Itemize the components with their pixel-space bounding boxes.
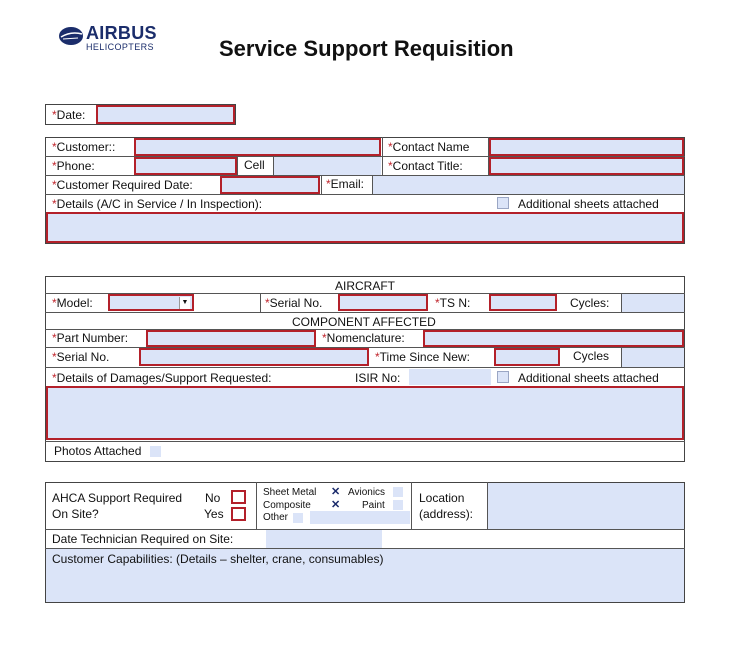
customer-label: *Customer:: [52,140,116,154]
cycles-label: Cycles: [570,296,610,310]
yes-label: Yes [204,507,224,521]
email-label: *Email: [326,177,365,191]
paint-checkbox[interactable] [393,500,403,510]
capabilities-label: Customer Capabilities: (Details – shelte… [52,552,384,566]
location-label-line-1: Location [419,491,465,505]
cycles-field[interactable] [622,294,684,312]
isir-field[interactable] [409,369,491,385]
date-field[interactable] [96,105,235,124]
tsn-field[interactable] [489,294,557,311]
cell-field[interactable] [274,157,381,175]
location-field[interactable] [488,483,684,529]
composite-label: Composite [263,500,311,511]
airbus-logo-icon [59,27,83,45]
technician-date-field[interactable] [266,530,382,548]
aircraft-heading: AIRCRAFT [335,279,395,293]
technician-date-label: Date Technician Required on Site: [52,532,234,546]
other-field[interactable] [310,511,410,524]
avionics-label: Avionics [348,487,386,498]
damages-field[interactable] [46,386,684,440]
yes-checkbox[interactable] [231,507,246,521]
serial-field[interactable] [338,294,428,311]
customer-field[interactable] [134,138,381,156]
page-title: Service Support Requisition [219,36,514,61]
contact-title-field[interactable] [489,157,684,175]
nomenclature-label: *Nomenclature: [322,331,405,345]
logo-brand-text: AIRBUS [86,23,157,43]
location-label: Location (address): [419,491,473,521]
model-label: *Model: [52,296,93,310]
aircraft-section [45,276,685,462]
composite-checkbox[interactable]: ✕ [331,499,341,511]
nomenclature-field[interactable] [423,330,684,347]
part-number-label: *Part Number: [52,331,129,345]
required-date-field[interactable] [220,176,320,194]
details-label: *Details (A/C in Service / In Inspection… [52,197,263,211]
support-required-line-1: AHCA Support Required [52,491,183,505]
no-checkbox[interactable] [231,490,246,504]
airbus-logo: AIRBUS HELICOPTERS [58,24,168,54]
cell-label: Cell [244,158,265,172]
sheet-metal-label: Sheet Metal [263,487,317,498]
location-label-line-2: (address): [419,507,474,521]
date-label: *Date: [52,108,86,122]
component-serial-label: *Serial No. [52,350,110,364]
required-date-label: *Customer Required Date: [52,178,193,192]
customer-section [45,137,685,244]
damages-additional-sheets-checkbox[interactable] [497,371,509,383]
time-since-new-field[interactable] [494,348,560,366]
capabilities-field[interactable] [46,549,684,602]
contact-title-label: *Contact Title: [388,159,463,173]
sheet-metal-checkbox[interactable]: ✕ [331,486,341,498]
serial-label: *Serial No. [265,296,323,310]
contact-name-field[interactable] [489,138,684,156]
component-cycles-field[interactable] [622,348,684,367]
other-checkbox[interactable] [293,513,303,523]
additional-sheets-label: Additional sheets attached [518,197,659,211]
part-number-field[interactable] [146,330,316,347]
tsn-label: *TS N: [435,296,471,310]
date-section [45,104,236,125]
details-field[interactable] [46,212,684,243]
support-required-label: AHCA Support Required On Site? [52,491,182,521]
photos-attached-label: Photos Attached [54,444,142,458]
contact-name-label: *Contact Name [388,140,470,154]
email-field[interactable] [373,176,684,194]
component-cycles-label: Cycles [573,349,610,363]
component-heading: COMPONENT AFFECTED [292,315,436,329]
component-serial-field[interactable] [139,348,369,366]
phone-label: *Phone: [52,159,95,173]
damages-additional-sheets-label: Additional sheets attached [518,371,659,385]
logo-sub-text: HELICOPTERS [86,42,154,52]
paint-label: Paint [362,500,385,511]
phone-field[interactable] [134,157,237,175]
model-select[interactable]: ▼ [108,294,194,311]
damages-label: *Details of Damages/Support Requested: [52,371,272,385]
other-label: Other [263,512,289,523]
chevron-down-icon[interactable]: ▼ [179,297,190,309]
support-required-line-2: On Site? [52,507,99,521]
avionics-checkbox[interactable] [393,487,403,497]
time-since-new-label: *Time Since New: [375,350,470,364]
support-section [45,482,685,603]
additional-sheets-checkbox[interactable] [497,197,509,209]
isir-label: ISIR No: [355,371,401,385]
photos-attached-checkbox[interactable] [150,446,161,457]
no-label: No [205,491,221,505]
